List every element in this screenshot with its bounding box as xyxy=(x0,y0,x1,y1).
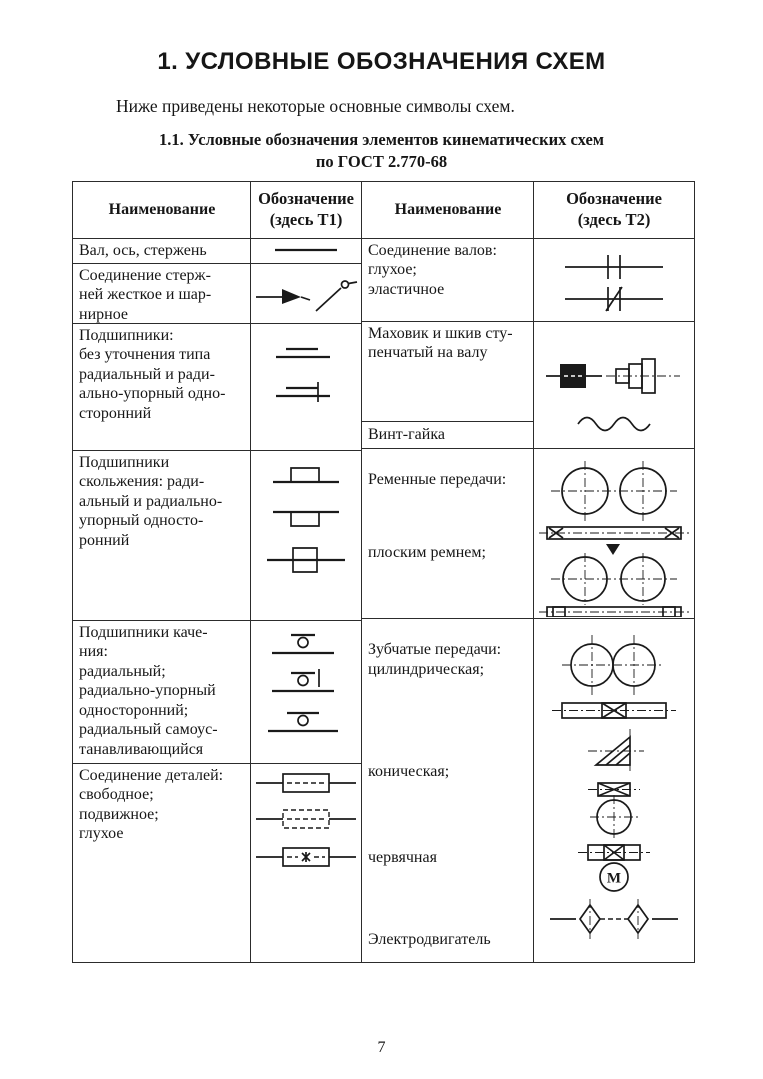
symbol-cell-gears-motor-chain: М xyxy=(534,619,694,962)
cylindrical-gear-icon xyxy=(552,634,676,719)
section-heading: 1.1. Условные обозначения элементов кине… xyxy=(158,130,605,171)
flywheel-pulley-screw-icon xyxy=(546,358,680,432)
label-rod-joint: Соединение стерж- ней жесткое и шар- нир… xyxy=(73,263,251,323)
table-row-rod-joint: Соединение стерж- ней жесткое и шар- нир… xyxy=(73,263,361,324)
header-designation-t1: Обозначение (здесь Т1) xyxy=(258,189,354,229)
symbol-cell-flywheel-screw xyxy=(534,322,694,448)
shaft-line-icon xyxy=(275,248,337,251)
label-belt-drives-title: Ременные передачи: xyxy=(368,471,507,489)
label-flywheel: Маховик и шкив сту- пенчатый на валу xyxy=(362,322,533,422)
v-belt-drive-icon xyxy=(539,543,689,617)
electric-motor-icon: М xyxy=(599,862,629,892)
stepped-pulley-icon xyxy=(606,358,680,394)
header-name-right: Наименование xyxy=(362,181,534,238)
sliding-radial-bearing-icon xyxy=(273,467,339,483)
symbol-cell-bearings-sliding xyxy=(251,451,361,620)
label-part-joints: Соединение деталей: свободное; подвижное… xyxy=(73,763,251,962)
part-connection-icon xyxy=(256,773,356,867)
rigid-connection-icon xyxy=(256,847,356,867)
table-left-half: Наименование Обозначение (здесь Т1) Вал,… xyxy=(73,181,361,962)
table-row-shaft: Вал, ось, стержень xyxy=(73,238,361,264)
table-row-bearings-plain: Подшипники: без уточнения типа радиальны… xyxy=(73,323,361,451)
table-row-bearings-rolling: Подшипники каче- ния: радиальный; радиал… xyxy=(73,620,361,764)
rolling-bearing-icon xyxy=(268,633,338,732)
table-row-belt-drives: Ременные передачи: плоским ремнем; клино… xyxy=(362,448,694,619)
label-gear-worm: червячная xyxy=(368,848,437,866)
cell-flywheel-screw-names: Маховик и шкив сту- пенчатый на валу Вин… xyxy=(362,321,534,448)
flywheel-icon xyxy=(546,363,602,388)
screw-nut-icon xyxy=(577,416,651,432)
radial-bearing-icon xyxy=(276,347,330,358)
table-right-half: Наименование Обозначение (здесь Т2) Соед… xyxy=(361,181,694,962)
table-row-bearings-sliding: Подшипники скольжения: ради- альный и ра… xyxy=(73,450,361,621)
gear-motor-chain-icon: М xyxy=(550,634,678,939)
table-row-shaft-couplings: Соединение валов: глухое; эластичное xyxy=(362,238,694,322)
conical-gear-icon xyxy=(588,728,644,771)
label-screw-nut: Винт-гайка xyxy=(368,426,445,444)
elastic-coupling-icon xyxy=(565,286,663,312)
header-name-left: Наименование xyxy=(73,181,251,238)
label-electric-motor: Электродвигатель xyxy=(368,931,491,948)
rolling-thrust-bearing-icon xyxy=(272,668,334,692)
header-designation-t2: Обозначение (здесь Т2) xyxy=(566,189,662,229)
table-header-row-left: Наименование Обозначение (здесь Т1) xyxy=(73,181,361,239)
flat-belt-drive-icon xyxy=(539,460,689,540)
table-row-flywheel-screw: Маховик и шкив сту- пенчатый на валу Вин… xyxy=(362,321,694,449)
symbol-cell-bearings-rolling xyxy=(251,621,361,763)
belt-drive-icon xyxy=(539,460,689,617)
symbol-cell-part-joints xyxy=(251,764,361,962)
table-header-row-right: Наименование Обозначение (здесь Т2) xyxy=(362,181,694,239)
movable-connection-icon xyxy=(256,809,356,829)
chain-drive-icon xyxy=(550,898,678,939)
symbol-cell-bearings-plain xyxy=(251,324,361,450)
radial-thrust-bearing-icon xyxy=(276,381,330,402)
page-title: 1. УСЛОВНЫЕ ОБОЗНАЧЕНИЯ СХЕМ xyxy=(157,48,606,75)
sliding-double-bearing-icon xyxy=(267,547,345,573)
free-connection-icon xyxy=(256,773,356,793)
label-bearings-rolling: Подшипники каче- ния: радиальный; радиал… xyxy=(73,620,251,763)
plain-bearing-icon xyxy=(276,347,330,402)
worm-gear-icon xyxy=(578,782,650,861)
rigid-and-hinged-joint-icon xyxy=(256,280,358,312)
intro-text: Ниже приведены некоторые основные символ… xyxy=(116,96,515,116)
cell-belt-drive-names: Ременные передачи: плоским ремнем; клино… xyxy=(362,448,534,618)
rigid-joint-icon xyxy=(256,288,311,304)
label-gear-drives: Зубчатые передачи: цилиндрическая; xyxy=(368,641,502,678)
symbols-table: Наименование Обозначение (здесь Т1) Вал,… xyxy=(72,180,695,963)
svg-text:М: М xyxy=(607,870,621,886)
sliding-bearing-icon xyxy=(267,467,345,573)
rolling-self-aligning-bearing-icon xyxy=(268,711,338,732)
label-bearings-plain: Подшипники: без уточнения типа радиальны… xyxy=(73,323,251,450)
symbol-cell-belt-drives xyxy=(534,449,694,618)
cell-gear-motor-chain-names: Зубчатые передачи: цилиндрическая; конич… xyxy=(362,618,534,962)
label-shaft: Вал, ось, стержень xyxy=(73,238,251,263)
coupling-icon xyxy=(565,254,663,312)
page-number: 7 xyxy=(377,1039,386,1056)
label-bearings-sliding: Подшипники скольжения: ради- альный и ра… xyxy=(73,450,251,620)
sliding-thrust-bearing-icon xyxy=(273,510,339,527)
table-row-part-joints: Соединение деталей: свободное; подвижное… xyxy=(73,763,361,962)
label-flat-belt: плоским ремнем; xyxy=(368,544,486,562)
label-shaft-couplings: Соединение валов: глухое; эластичное xyxy=(362,238,534,321)
rigid-coupling-icon xyxy=(565,254,663,279)
rolling-radial-bearing-icon xyxy=(272,633,334,654)
hinged-joint-icon xyxy=(315,280,358,312)
symbol-cell-shaft-couplings xyxy=(534,239,694,321)
label-gear-conical: коническая; xyxy=(368,762,450,780)
symbol-cell-shaft xyxy=(251,239,361,263)
table-row-gears-motor-chain: Зубчатые передачи: цилиндрическая; конич… xyxy=(362,618,694,962)
symbol-cell-rod-joint xyxy=(251,264,361,323)
